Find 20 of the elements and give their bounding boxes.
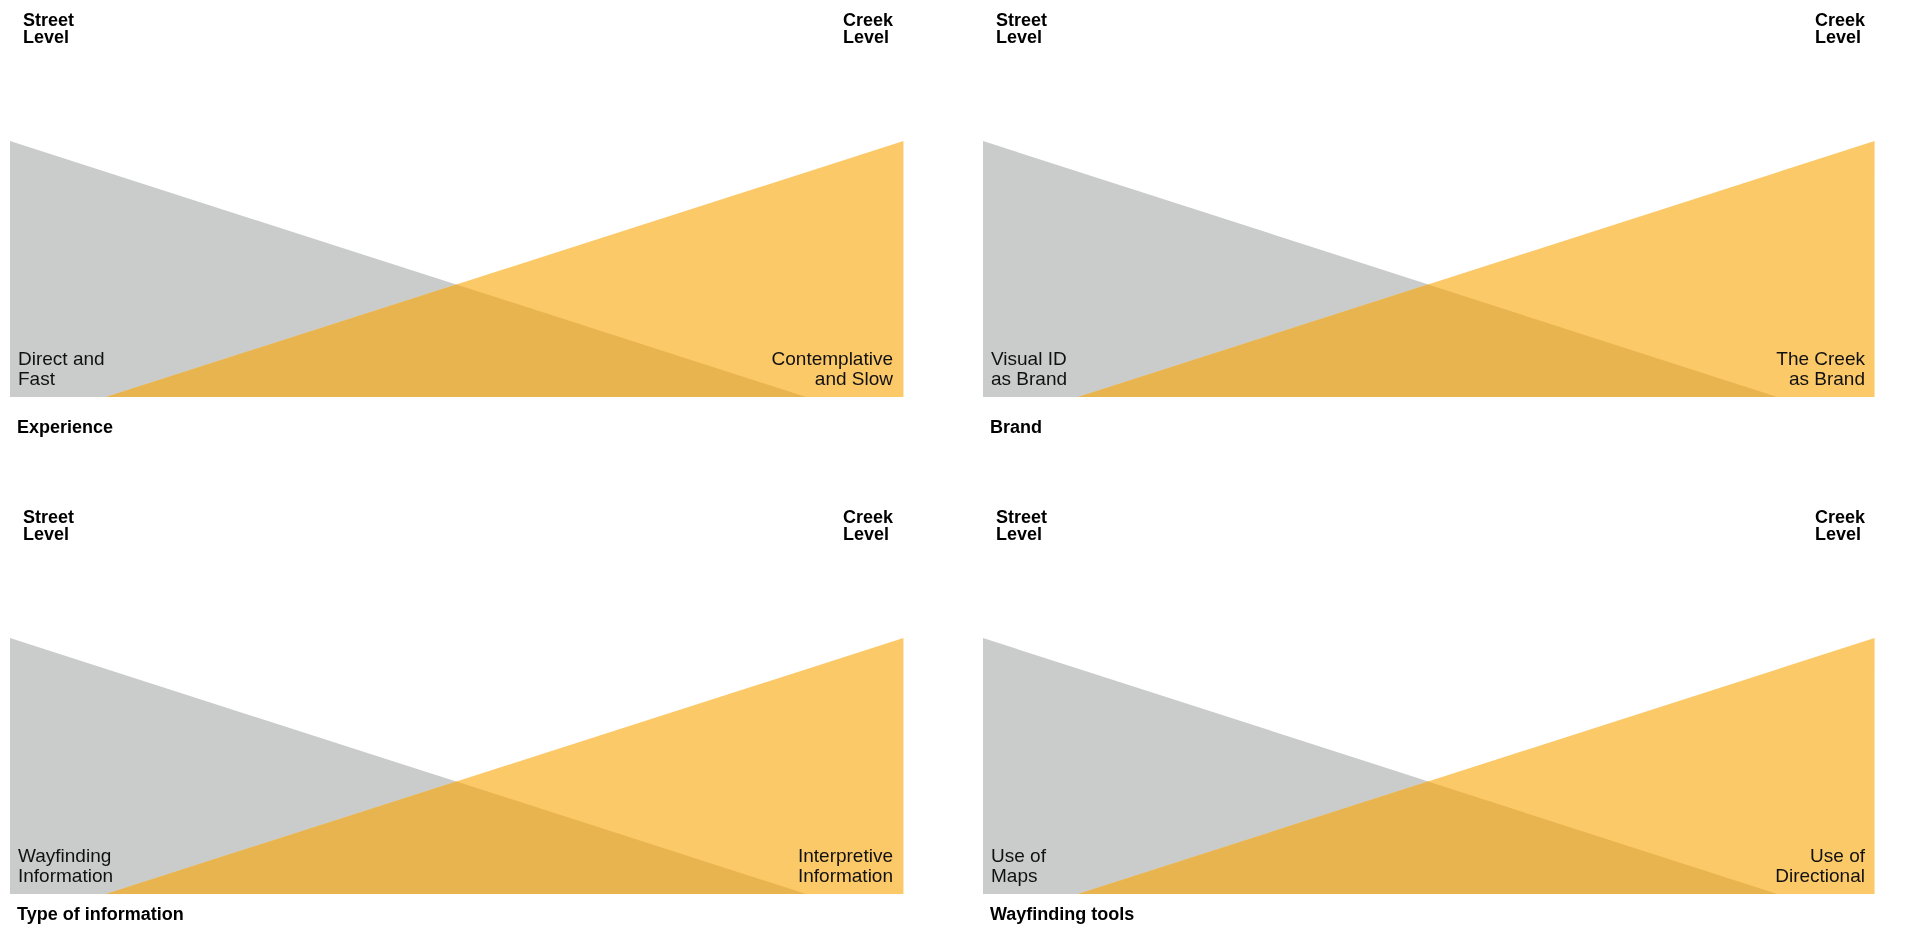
panel-title: Wayfinding tools <box>990 906 1135 923</box>
panel-title: Experience <box>17 419 114 436</box>
panel-title: Brand <box>990 419 1042 436</box>
level-label: Street Level <box>23 12 75 46</box>
level-label: Creek Level <box>1814 12 1865 46</box>
triangle-label: Contemplative and Slow <box>770 349 893 389</box>
triangle-label: Direct and Fast <box>18 349 106 389</box>
level-label: Creek Level <box>842 12 893 46</box>
triangle-label: Wayfinding Information <box>18 846 115 886</box>
level-label: Street Level <box>996 12 1048 46</box>
level-label: Street Level <box>23 509 75 543</box>
level-label: Street Level <box>996 509 1048 543</box>
triangle-label: The Creek as Brand <box>1775 349 1865 389</box>
level-label: Creek Level <box>842 509 893 543</box>
level-label: Creek Level <box>1814 509 1865 543</box>
triangle-label: Use of Maps <box>991 846 1047 886</box>
triangle-label: Interpretive Information <box>796 846 893 886</box>
triangle-label: Visual ID as Brand <box>991 349 1069 389</box>
triangle-label: Use of Directional <box>1774 846 1865 886</box>
panel-title: Type of information <box>17 906 184 923</box>
